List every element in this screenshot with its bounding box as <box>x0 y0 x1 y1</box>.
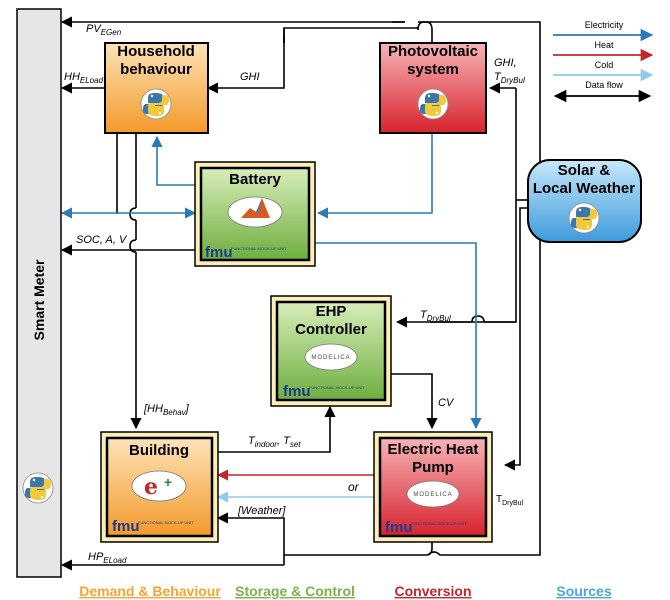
svg-text:fmu: fmu <box>112 518 140 535</box>
category-footer: Demand & Behaviour Storage & Control Con… <box>79 583 612 599</box>
building-box: Building e + fmu FUNCTIONAL MOCK-UP UNIT <box>100 431 219 543</box>
ehp-title-line-2: Controller <box>295 321 367 338</box>
svg-text:e: e <box>144 474 158 500</box>
label-pv-egen: PVEGen <box>86 23 122 37</box>
fmu-logo-icon: fmu FUNCTIONAL MOCK-UP UNIT <box>385 519 467 536</box>
svg-text:+: + <box>164 474 172 490</box>
heat-pump-title-line-2: Pump <box>412 459 454 476</box>
svg-text:fmu: fmu <box>283 383 311 400</box>
legend-electricity-label: Electricity <box>585 20 624 30</box>
svg-text:fmu: fmu <box>205 244 233 261</box>
matlab-logo-icon <box>227 196 283 228</box>
label-ghi-left: GHI <box>240 71 260 83</box>
label-or: or <box>348 480 360 494</box>
fmu-logo-icon: fmu FUNCTIONAL MOCK-UP UNIT <box>112 518 194 535</box>
edge-labels: PVEGen HHELoad GHI GHI, TDryBul SOC, A, … <box>64 23 525 565</box>
legend-heat-label: Heat <box>594 40 614 50</box>
python-logo-icon <box>22 472 54 504</box>
pv-title-line-1: Photovoltaic <box>388 43 478 60</box>
ehp-controller-box: EHP Controller MODELICA fmu FUNCTIONAL M… <box>270 295 392 407</box>
solar-title-line-2: Local Weather <box>533 180 635 197</box>
svg-text:FUNCTIONAL MOCK-UP UNIT: FUNCTIONAL MOCK-UP UNIT <box>411 521 467 526</box>
label-hh-eload: HHELoad <box>64 71 104 85</box>
label-hh-behav: [HHBehav] <box>143 403 190 417</box>
label-t-drybul-mid: TDryBul <box>420 309 451 323</box>
solar-weather-box: Solar & Local Weather <box>527 159 642 243</box>
label-ghi-right: GHI, <box>494 57 517 69</box>
label-hp-eload: HPELoad <box>88 551 127 565</box>
modelica-logo-icon: MODELICA <box>406 480 460 508</box>
building-title: Building <box>129 442 189 459</box>
python-logo-icon <box>417 88 449 120</box>
svg-text:FUNCTIONAL MOCK-UP UNIT: FUNCTIONAL MOCK-UP UNIT <box>231 246 287 251</box>
category-storage-control: Storage & Control <box>235 583 355 599</box>
electric-heat-pump-box: Electric Heat Pump MODELICA fmu FUNCTION… <box>373 431 493 543</box>
category-conversion: Conversion <box>394 583 471 599</box>
label-soc-a-v: SOC, A, V <box>76 234 128 246</box>
smart-meter-label: Smart Meter <box>31 259 47 340</box>
legend-cold-label: Cold <box>595 60 614 70</box>
label-t-drybul-top: TDryBul <box>494 71 525 85</box>
svg-text:FUNCTIONAL MOCK-UP UNIT: FUNCTIONAL MOCK-UP UNIT <box>138 520 194 525</box>
python-logo-icon <box>568 202 600 234</box>
battery-box: Battery fmu FUNCTIONAL MOCK-UP UNIT <box>194 161 316 267</box>
modelica-logo-icon: MODELICA <box>304 343 358 371</box>
label-weather: [Weather] <box>237 505 286 517</box>
smart-meter-box: Smart Meter <box>16 8 62 578</box>
ehp-title-line-1: EHP <box>316 303 347 320</box>
fmu-logo-icon: fmu FUNCTIONAL MOCK-UP UNIT <box>205 244 287 261</box>
svg-text:FUNCTIONAL MOCK-UP UNIT: FUNCTIONAL MOCK-UP UNIT <box>309 385 365 390</box>
python-logo-icon <box>140 88 172 120</box>
household-title-line-1: Household <box>117 43 195 60</box>
fmu-logo-icon: fmu FUNCTIONAL MOCK-UP UNIT <box>283 383 365 400</box>
svg-text:MODELICA: MODELICA <box>311 355 350 361</box>
category-demand-behaviour: Demand & Behaviour <box>79 583 221 599</box>
category-sources: Sources <box>556 583 611 599</box>
energyplus-logo-icon: e + <box>131 470 187 502</box>
legend: Electricity Heat Cold Data flow <box>553 20 654 103</box>
pv-title-line-2: system <box>407 61 459 78</box>
svg-text:fmu: fmu <box>385 519 413 536</box>
household-behaviour-box: Household behaviour <box>104 42 209 134</box>
legend-dataflow-label: Data flow <box>585 80 623 90</box>
battery-title: Battery <box>229 171 281 188</box>
label-t-indoor-t-set: Tindoor, Tset <box>248 435 301 449</box>
photovoltaic-box: Photovoltaic system <box>379 42 487 134</box>
solar-title-line-1: Solar & <box>558 162 611 179</box>
household-title-line-2: behaviour <box>120 61 192 78</box>
label-cv: CV <box>438 397 455 409</box>
connection-lines <box>60 16 541 571</box>
label-t-drybul-bottom: TDryBul <box>496 494 524 507</box>
svg-text:MODELICA: MODELICA <box>413 492 452 498</box>
heat-pump-title-line-1: Electric Heat <box>388 441 479 458</box>
